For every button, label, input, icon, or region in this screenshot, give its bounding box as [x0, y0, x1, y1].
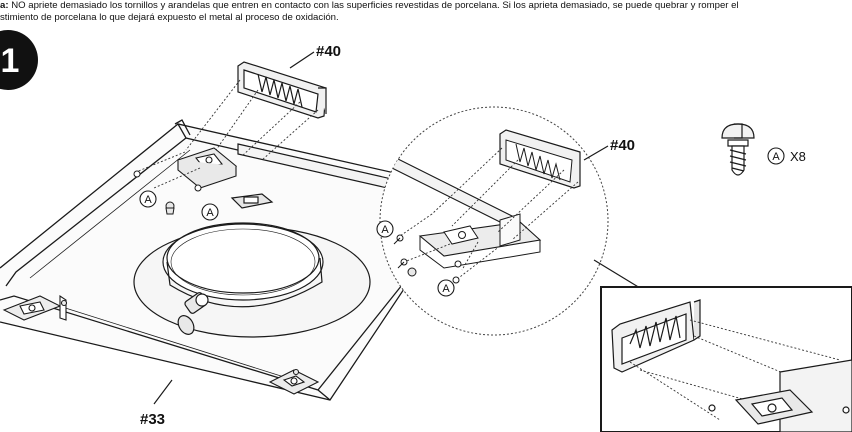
- vent-slot: [230, 193, 274, 209]
- warning-line-2: stimiento de porcelana lo que dejará exp…: [0, 12, 339, 23]
- bracket-40-top: [237, 61, 327, 119]
- svg-text:A: A: [381, 224, 389, 236]
- mount-block-left: [176, 147, 238, 189]
- leader-lines: [153, 51, 641, 405]
- warning-prefix: a:: [0, 0, 9, 11]
- callout-a-2: A: [201, 203, 219, 221]
- part-label-40-detail: #40: [610, 137, 635, 154]
- step-number: 1: [1, 42, 20, 80]
- screw-hardware-icon: [721, 123, 755, 176]
- step-badge: 1: [0, 30, 38, 90]
- detail-circle: [379, 106, 609, 336]
- part-label-40-main: #40: [316, 43, 341, 60]
- inset-detail-box: [600, 286, 852, 432]
- corner-leg-bracket-left: [2, 294, 68, 321]
- hardware-quantity: X8: [790, 149, 806, 164]
- callout-a-3: A: [376, 220, 394, 238]
- svg-text:A: A: [772, 151, 780, 163]
- corner-leg-bracket-right: [268, 368, 320, 395]
- part-label-33: #33: [140, 411, 165, 428]
- callout-a-4: A: [437, 279, 455, 297]
- screws-upper-left: [133, 170, 202, 215]
- svg-text:A: A: [206, 207, 214, 219]
- svg-text:A: A: [442, 283, 450, 295]
- warning-note: a: NO apriete demasiado los tornillos y …: [0, 0, 852, 24]
- hardware-callout: A: [767, 147, 785, 165]
- svg-text:A: A: [144, 194, 152, 206]
- callout-a-1: A: [139, 190, 157, 208]
- igniter-valve: [177, 292, 209, 335]
- alignment-lines-upper: [135, 79, 319, 189]
- warning-line-1: NO apriete demasiado los tornillos y ara…: [8, 0, 739, 11]
